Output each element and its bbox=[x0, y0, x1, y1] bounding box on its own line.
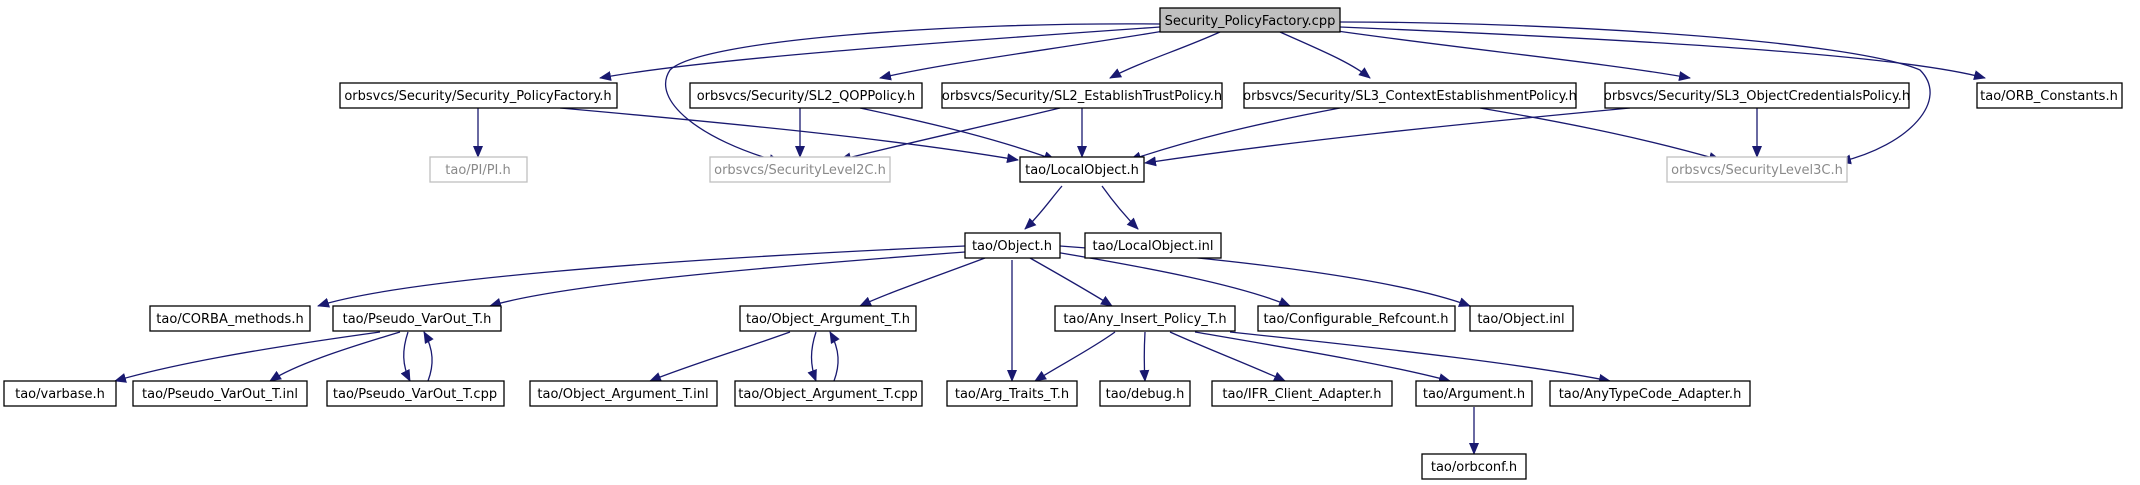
node-argument-h[interactable]: tao/Argument.h bbox=[1415, 380, 1533, 407]
node-orbconf-h[interactable]: tao/orbconf.h bbox=[1421, 453, 1527, 480]
node-label: Security_PolicyFactory.cpp bbox=[1165, 14, 1336, 29]
node-label: tao/varbase.h bbox=[15, 387, 105, 402]
edge-any-insert-policy-ifr-client-adapter bbox=[1169, 331, 1286, 382]
node-security-policyfactory-cpp[interactable]: Security_PolicyFactory.cpp bbox=[1159, 7, 1341, 33]
edge-root-sl3-ocp bbox=[1329, 29, 1691, 81]
node-localobject-inl[interactable]: tao/LocalObject.inl bbox=[1084, 232, 1222, 259]
node-sl3-contextestablishmentpolicy-h[interactable]: orbsvcs/Security/SL3_ContextEstablishmen… bbox=[1243, 82, 1577, 109]
node-label: tao/LocalObject.h bbox=[1025, 163, 1139, 178]
edge-root-spf-h bbox=[599, 26, 1161, 81]
edge-pseudo-varout-cpp-pseudo-varout-h bbox=[423, 331, 434, 382]
node-orb-constants-h[interactable]: tao/ORB_Constants.h bbox=[1976, 82, 2123, 109]
node-label: tao/Configurable_Refcount.h bbox=[1263, 312, 1448, 327]
edge-pseudo-varout-h-pseudo-varout-inl bbox=[269, 331, 401, 382]
node-label: tao/Argument.h bbox=[1423, 387, 1525, 402]
node-label: tao/Object.inl bbox=[1477, 312, 1564, 327]
node-localobject-h[interactable]: tao/LocalObject.h bbox=[1019, 156, 1145, 183]
node-label: orbsvcs/Security/SL2_EstablishTrustPolic… bbox=[942, 89, 1222, 104]
node-label: tao/IFR_Client_Adapter.h bbox=[1222, 387, 1381, 402]
node-label: tao/Object_Argument_T.cpp bbox=[738, 387, 917, 402]
node-configurable-refcount-h[interactable]: tao/Configurable_Refcount.h bbox=[1257, 305, 1456, 332]
edge-object-h-any-insert-policy bbox=[1029, 257, 1113, 307]
node-security-policyfactory-h[interactable]: orbsvcs/Security/Security_PolicyFactory.… bbox=[339, 82, 618, 109]
node-securitylevel2c-h[interactable]: orbsvcs/SecurityLevel2C.h bbox=[709, 156, 891, 183]
node-ifr-client-adapter-h[interactable]: tao/IFR_Client_Adapter.h bbox=[1211, 380, 1393, 407]
edge-localobject-h-object-h bbox=[1024, 185, 1063, 230]
edge-root-seclevel3c bbox=[1339, 21, 1931, 165]
edge-sl3-cep-seclevel3c bbox=[1479, 107, 1721, 162]
edge-root-sl2-etp bbox=[1109, 31, 1221, 79]
node-arg-traits-t-h[interactable]: tao/Arg_Traits_T.h bbox=[946, 380, 1078, 407]
node-corba-methods-h[interactable]: tao/CORBA_methods.h bbox=[149, 305, 311, 332]
node-sl2-establishtrustpolicy-h[interactable]: orbsvcs/Security/SL2_EstablishTrustPolic… bbox=[941, 82, 1223, 109]
node-label: orbsvcs/Security/SL2_QOPPolicy.h bbox=[697, 89, 916, 104]
node-label: orbsvcs/Security/SL3_ContextEstablishmen… bbox=[1243, 89, 1577, 104]
node-label: tao/Object_Argument_T.inl bbox=[537, 387, 708, 402]
node-label: tao/PI/PI.h bbox=[445, 163, 511, 178]
node-pseudo-varout-t-cpp[interactable]: tao/Pseudo_VarOut_T.cpp bbox=[326, 380, 505, 407]
edge-root-orb-constants bbox=[1339, 26, 1986, 80]
node-label: tao/ORB_Constants.h bbox=[1980, 89, 2118, 104]
node-label: tao/LocalObject.inl bbox=[1092, 239, 1213, 254]
node-object-argument-t-inl[interactable]: tao/Object_Argument_T.inl bbox=[529, 380, 718, 407]
edge-any-insert-policy-arg-traits bbox=[1034, 331, 1116, 382]
node-label: orbsvcs/SecurityLevel2C.h bbox=[714, 163, 886, 178]
edge-object-argument-h-object-argument-inl bbox=[649, 331, 791, 382]
node-pi-h[interactable]: tao/PI/PI.h bbox=[429, 156, 528, 183]
node-label: tao/Pseudo_VarOut_T.h bbox=[343, 312, 492, 327]
node-label: orbsvcs/Security/Security_PolicyFactory.… bbox=[344, 89, 611, 104]
edge-root-sl3-cep bbox=[1279, 31, 1371, 79]
edge-root-sl2-qop bbox=[879, 29, 1171, 81]
edge-any-insert-policy-debug bbox=[1139, 331, 1150, 382]
edge-sl2-qop-localobject-h bbox=[859, 107, 1056, 161]
node-varbase-h[interactable]: tao/varbase.h bbox=[3, 380, 117, 407]
edge-any-insert-policy-argument bbox=[1194, 331, 1451, 383]
edge-pseudo-varout-h-pseudo-varout-cpp bbox=[400, 331, 411, 382]
edge-object-argument-h-object-argument-cpp bbox=[807, 331, 817, 382]
node-label: tao/orbconf.h bbox=[1431, 460, 1517, 475]
node-label: tao/CORBA_methods.h bbox=[156, 312, 303, 327]
node-object-argument-t-cpp[interactable]: tao/Object_Argument_T.cpp bbox=[734, 380, 923, 407]
node-sl2-qoppolicy-h[interactable]: orbsvcs/Security/SL2_QOPPolicy.h bbox=[689, 82, 923, 109]
edge-localobject-h-localobject-inl bbox=[1101, 185, 1139, 230]
edge-root-seclevel2c bbox=[664, 23, 1161, 164]
edge-pseudo-varout-h-varbase bbox=[114, 331, 381, 383]
node-label: tao/Pseudo_VarOut_T.cpp bbox=[333, 387, 497, 402]
node-any-insert-policy-t-h[interactable]: tao/Any_Insert_Policy_T.h bbox=[1054, 305, 1236, 332]
edge-object-argument-cpp-object-argument-h bbox=[829, 331, 840, 382]
edge-object-h-pseudo-varout-h bbox=[489, 251, 966, 308]
edge-any-insert-policy-anytypecode-adapter bbox=[1229, 331, 1611, 384]
edge-sl3-ocp-localobject-h bbox=[1144, 107, 1631, 167]
node-object-h[interactable]: tao/Object.h bbox=[964, 232, 1061, 259]
edge-object-h-object-argument-h bbox=[859, 257, 986, 307]
node-object-argument-t-h[interactable]: tao/Object_Argument_T.h bbox=[739, 305, 917, 332]
node-label: tao/debug.h bbox=[1106, 387, 1185, 402]
edge-spf-h-localobject-h bbox=[559, 107, 1019, 164]
edge-object-h-corba-methods bbox=[317, 245, 966, 308]
node-label: tao/Object_Argument_T.h bbox=[746, 312, 910, 327]
edge-sl3-cep-localobject-h bbox=[1129, 107, 1341, 162]
node-label: orbsvcs/SecurityLevel3C.h bbox=[1671, 163, 1843, 178]
node-label: tao/Any_Insert_Policy_T.h bbox=[1063, 312, 1226, 327]
node-label: tao/Arg_Traits_T.h bbox=[955, 387, 1069, 402]
node-object-inl[interactable]: tao/Object.inl bbox=[1469, 305, 1574, 332]
node-label: tao/Pseudo_VarOut_T.inl bbox=[142, 387, 298, 402]
node-pseudo-varout-t-h[interactable]: tao/Pseudo_VarOut_T.h bbox=[332, 305, 502, 332]
node-pseudo-varout-t-inl[interactable]: tao/Pseudo_VarOut_T.inl bbox=[132, 380, 308, 407]
node-label: orbsvcs/Security/SL3_ObjectCredentialsPo… bbox=[1604, 89, 1910, 104]
node-debug-h[interactable]: tao/debug.h bbox=[1099, 380, 1191, 407]
edge-object-h-configurable-refcount bbox=[1054, 251, 1291, 307]
node-label: tao/AnyTypeCode_Adapter.h bbox=[1559, 387, 1742, 402]
node-anytypecode-adapter-h[interactable]: tao/AnyTypeCode_Adapter.h bbox=[1549, 380, 1751, 407]
node-label: tao/Object.h bbox=[972, 239, 1052, 254]
node-securitylevel3c-h[interactable]: orbsvcs/SecurityLevel3C.h bbox=[1666, 156, 1848, 183]
edge-sl2-etp-seclevel2c bbox=[839, 107, 1061, 163]
node-sl3-objectcredentialspolicy-h[interactable]: orbsvcs/Security/SL3_ObjectCredentialsPo… bbox=[1604, 82, 1910, 109]
